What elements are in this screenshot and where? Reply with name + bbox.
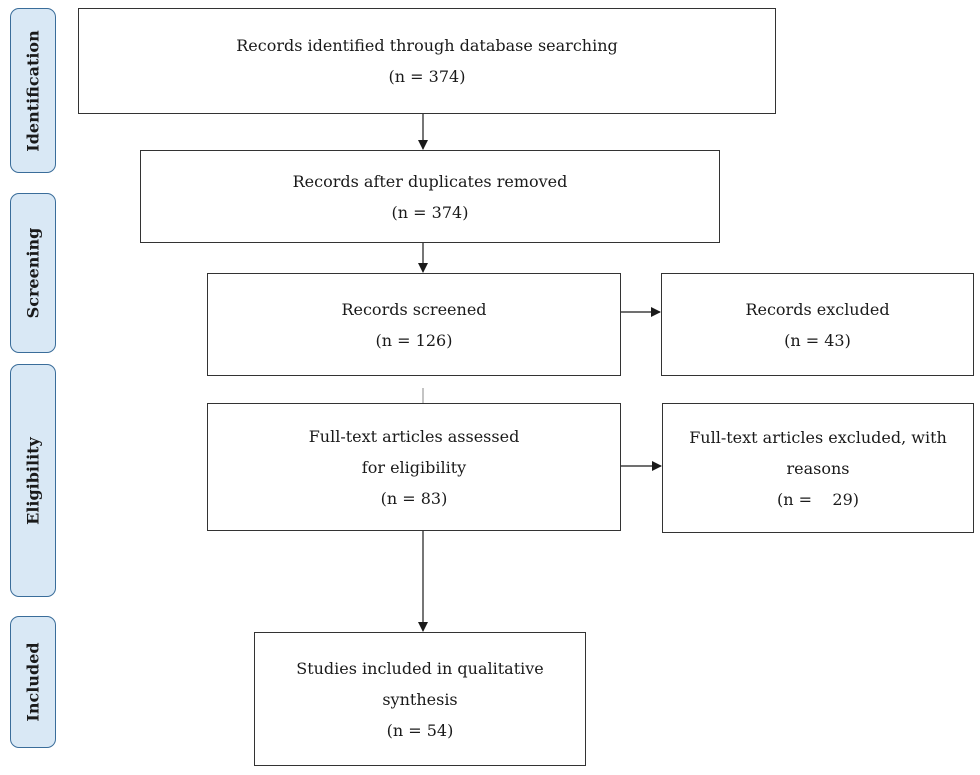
phase-screening: Screening <box>10 193 56 353</box>
box-fulltext-assessed-count: (n = 83) <box>380 488 448 508</box>
box-records-excluded: Records excluded (n = 43) <box>661 273 974 376</box>
box-fulltext-assessed-text-2: for eligibility <box>361 457 467 477</box>
box-fulltext-assessed-text-1: Full-text articles assessed <box>308 426 520 446</box>
box-studies-included-text-2: synthesis <box>382 689 458 709</box>
box-duplicates-removed-text: Records after duplicates removed <box>292 171 568 191</box>
box-studies-included-text-1: Studies included in qualitative <box>296 658 544 678</box>
box-records-identified-count: (n = 374) <box>388 67 466 86</box>
box-duplicates-removed-count: (n = 374) <box>391 202 469 222</box>
box-fulltext-excluded-text-2: reasons <box>786 458 850 478</box>
box-fulltext-excluded-count: (n = 29) <box>777 489 859 509</box>
box-fulltext-assessed: Full-text articles assessed for eligibil… <box>207 403 621 531</box>
box-records-excluded-count: (n = 43) <box>784 330 851 350</box>
phase-eligibility: Eligibility <box>10 364 56 597</box>
phase-included: Included <box>10 616 56 748</box>
box-records-excluded-text: Records excluded <box>745 299 890 319</box>
box-duplicates-removed: Records after duplicates removed (n = 37… <box>140 150 720 243</box>
box-fulltext-excluded-text-1: Full-text articles excluded, with <box>689 427 947 447</box>
box-studies-included: Studies included in qualitative synthesi… <box>254 632 586 766</box>
box-records-identified-text: Records identified through database sear… <box>236 36 618 55</box>
box-records-screened: Records screened (n = 126) <box>207 273 621 376</box>
box-records-screened-count: (n = 126) <box>375 330 453 350</box>
phase-identification: Identification <box>10 8 56 173</box>
box-fulltext-excluded: Full-text articles excluded, with reason… <box>662 403 974 533</box>
box-studies-included-count: (n = 54) <box>386 720 454 740</box>
box-records-identified: Records identified through database sear… <box>78 8 776 114</box>
box-records-screened-text: Records screened <box>341 299 487 319</box>
